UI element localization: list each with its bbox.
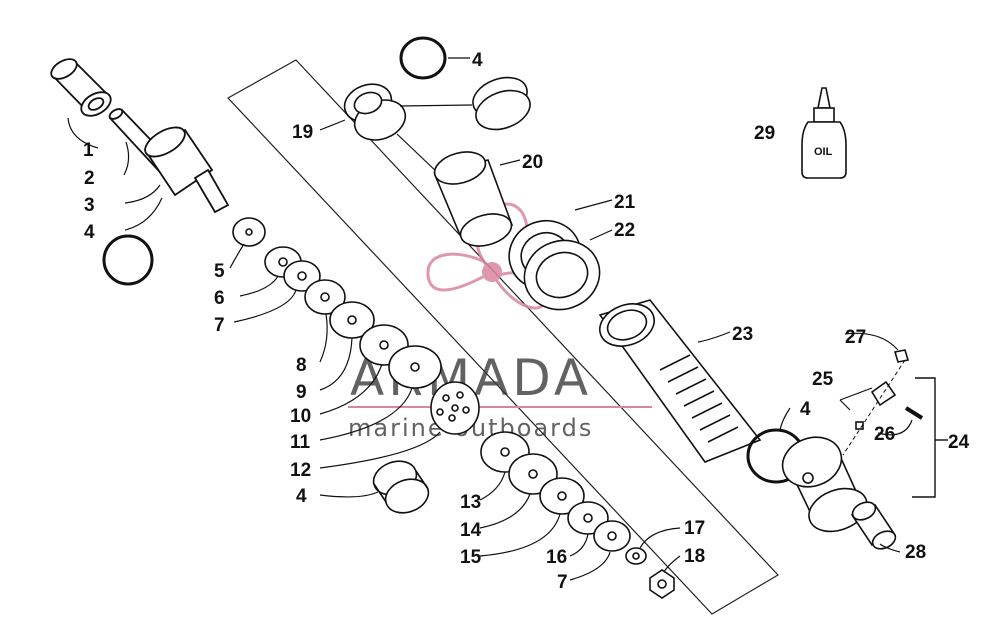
callout: 4: [472, 50, 483, 71]
callout: 13: [460, 492, 481, 513]
callout: 28: [905, 542, 926, 563]
callout: 16: [546, 547, 567, 568]
shaft-head-part: [143, 126, 230, 214]
screw-part: [904, 406, 924, 420]
washer-stack-lower: [480, 431, 675, 599]
group-bracket: [912, 377, 936, 498]
bushing-part: [50, 58, 112, 117]
callout: 17: [684, 518, 705, 539]
callout: 8: [296, 355, 307, 376]
o-ring-part: [399, 36, 447, 80]
callout: 7: [557, 572, 568, 593]
washer-stack: [232, 217, 442, 389]
callout: 14: [460, 520, 482, 541]
leader-lines: [67, 57, 913, 581]
assembly-frame: [227, 59, 779, 615]
callout: 26: [874, 424, 895, 445]
callout: 29: [754, 123, 775, 144]
bearing-cap-part: [343, 83, 407, 141]
callout: 23: [732, 324, 753, 345]
valve-axis: [842, 359, 906, 456]
callout: 3: [84, 195, 95, 216]
oil-bottle-label: OIL: [814, 146, 833, 158]
end-cap-part: [781, 436, 868, 533]
sleeve-part: [433, 151, 514, 247]
callout: 2: [84, 168, 95, 189]
callout: 18: [684, 546, 705, 567]
callout: 20: [522, 152, 543, 173]
callout: 11: [290, 432, 311, 453]
o-ring-part: [102, 234, 154, 286]
ring-part: [472, 76, 531, 131]
leader-line: [399, 104, 473, 107]
spanner-nut-part: [508, 219, 601, 311]
leader-line: [396, 133, 441, 176]
callout: 9: [296, 382, 307, 403]
callout: 24: [948, 432, 970, 453]
callout: 1: [83, 140, 94, 161]
callout: 4: [84, 222, 95, 243]
oil-bottle: [801, 87, 847, 179]
callout: 19: [292, 122, 313, 143]
callout: 22: [614, 220, 635, 241]
callout: 25: [812, 369, 834, 390]
group-bracket: [839, 387, 873, 411]
callout-labels: 1 2 3 4 5 6 7 8 9 10 11 12 4 4 19 20 21 …: [83, 50, 970, 593]
piston-part: [430, 381, 480, 435]
callout: 5: [214, 261, 225, 282]
callout: 27: [845, 327, 866, 348]
callout: 4: [800, 399, 811, 420]
callout: 15: [460, 547, 482, 568]
callout: 4: [296, 486, 307, 507]
shock-body-part: [598, 299, 762, 463]
callout: 21: [614, 192, 636, 213]
callout: 7: [214, 315, 225, 336]
callout: 6: [214, 288, 225, 309]
callout: 12: [290, 460, 311, 481]
valve-part: [855, 349, 910, 430]
piston-band-part: [372, 460, 430, 514]
bushing-part: [850, 501, 897, 550]
callout: 10: [290, 406, 311, 427]
